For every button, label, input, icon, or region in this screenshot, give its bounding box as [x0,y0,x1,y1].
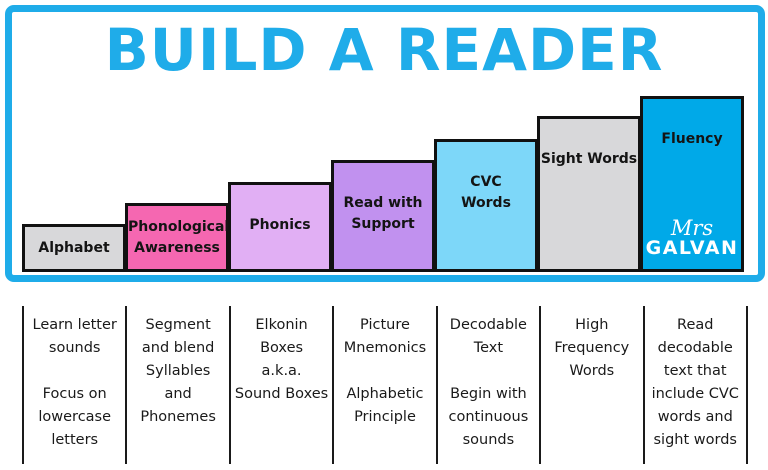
step-label-line: Support [351,216,415,232]
step-label-line: Awareness [134,239,220,256]
step-label-sight-words: Sight Words [540,119,638,170]
notes-row: Learn letter sounds Focus on lowercase lett… [22,306,748,464]
note-line: Text [473,340,504,356]
note-line: words and [657,409,733,425]
note-line: Learn letter [32,317,117,333]
step-bar-cvc-words: CVC Words [434,139,538,272]
logo-caps-text: GALVAN [645,237,739,259]
step-label-alphabet: Alphabet [25,238,123,259]
note-line: sounds [48,340,101,356]
note-column-alphabet: Learn letter sounds Focus on lowercase lett… [22,306,125,464]
step-label-fluency: Fluency [643,99,741,150]
note-blank-line [24,360,125,383]
note-line: decodable [657,340,733,356]
note-line: Begin with [450,386,527,402]
note-line: Decodable [449,317,527,333]
note-line: Segment [145,317,211,333]
note-column-fluency: Read decodable text that include CVC words a… [642,306,748,464]
note-line: Phonemes [140,409,216,425]
note-line: Words [569,363,615,379]
note-line: Picture [360,317,410,333]
note-line: text that [663,363,727,379]
note-line: Boxes [260,340,304,356]
note-line: Syllables [145,363,211,379]
step-bar-phonics: Phonics [228,182,332,272]
step-label-line: Phonological [128,218,230,235]
step-label-cvc-words: CVC Words [437,142,535,214]
note-line: sounds [462,432,515,448]
note-line: Sound Boxes [234,386,329,402]
note-line: continuous [448,409,529,425]
step-bar-sight-words: Sight Words [537,116,641,272]
note-line: and [164,386,192,402]
note-blank-line [334,360,435,383]
note-line: Read [677,317,714,333]
step-label-line: Alphabet [38,239,110,256]
step-label-line: Sight Words [540,151,638,167]
step-label-phonics: Phonics [231,185,329,236]
note-line: and blend [141,340,215,356]
page-title: BUILD A READER [104,16,664,84]
step-bar-alphabet: Alphabet [22,224,126,272]
step-label-line: Words [461,195,511,211]
step-label-line: Phonics [249,217,311,233]
step-label-line: Fluency [661,131,723,147]
note-line: sight words [653,432,737,448]
note-line: Principle [354,409,416,425]
note-line: letters [51,432,99,448]
logo-script-text: Mrs [670,216,714,240]
note-line: Mnemonics [343,340,427,356]
step-label-line: Read with [343,195,423,211]
note-blank-line [438,360,539,383]
note-line: a.k.a. [261,363,302,379]
step-label-line: CVC [470,174,502,190]
note-line: High [575,317,609,333]
note-line: Elkonin [255,317,308,333]
note-line: lowercase [38,409,112,425]
note-line: Frequency [554,340,630,356]
note-line: include CVC [651,386,739,402]
note-line: Focus on [42,386,107,402]
note-line: Alphabetic [346,386,424,402]
